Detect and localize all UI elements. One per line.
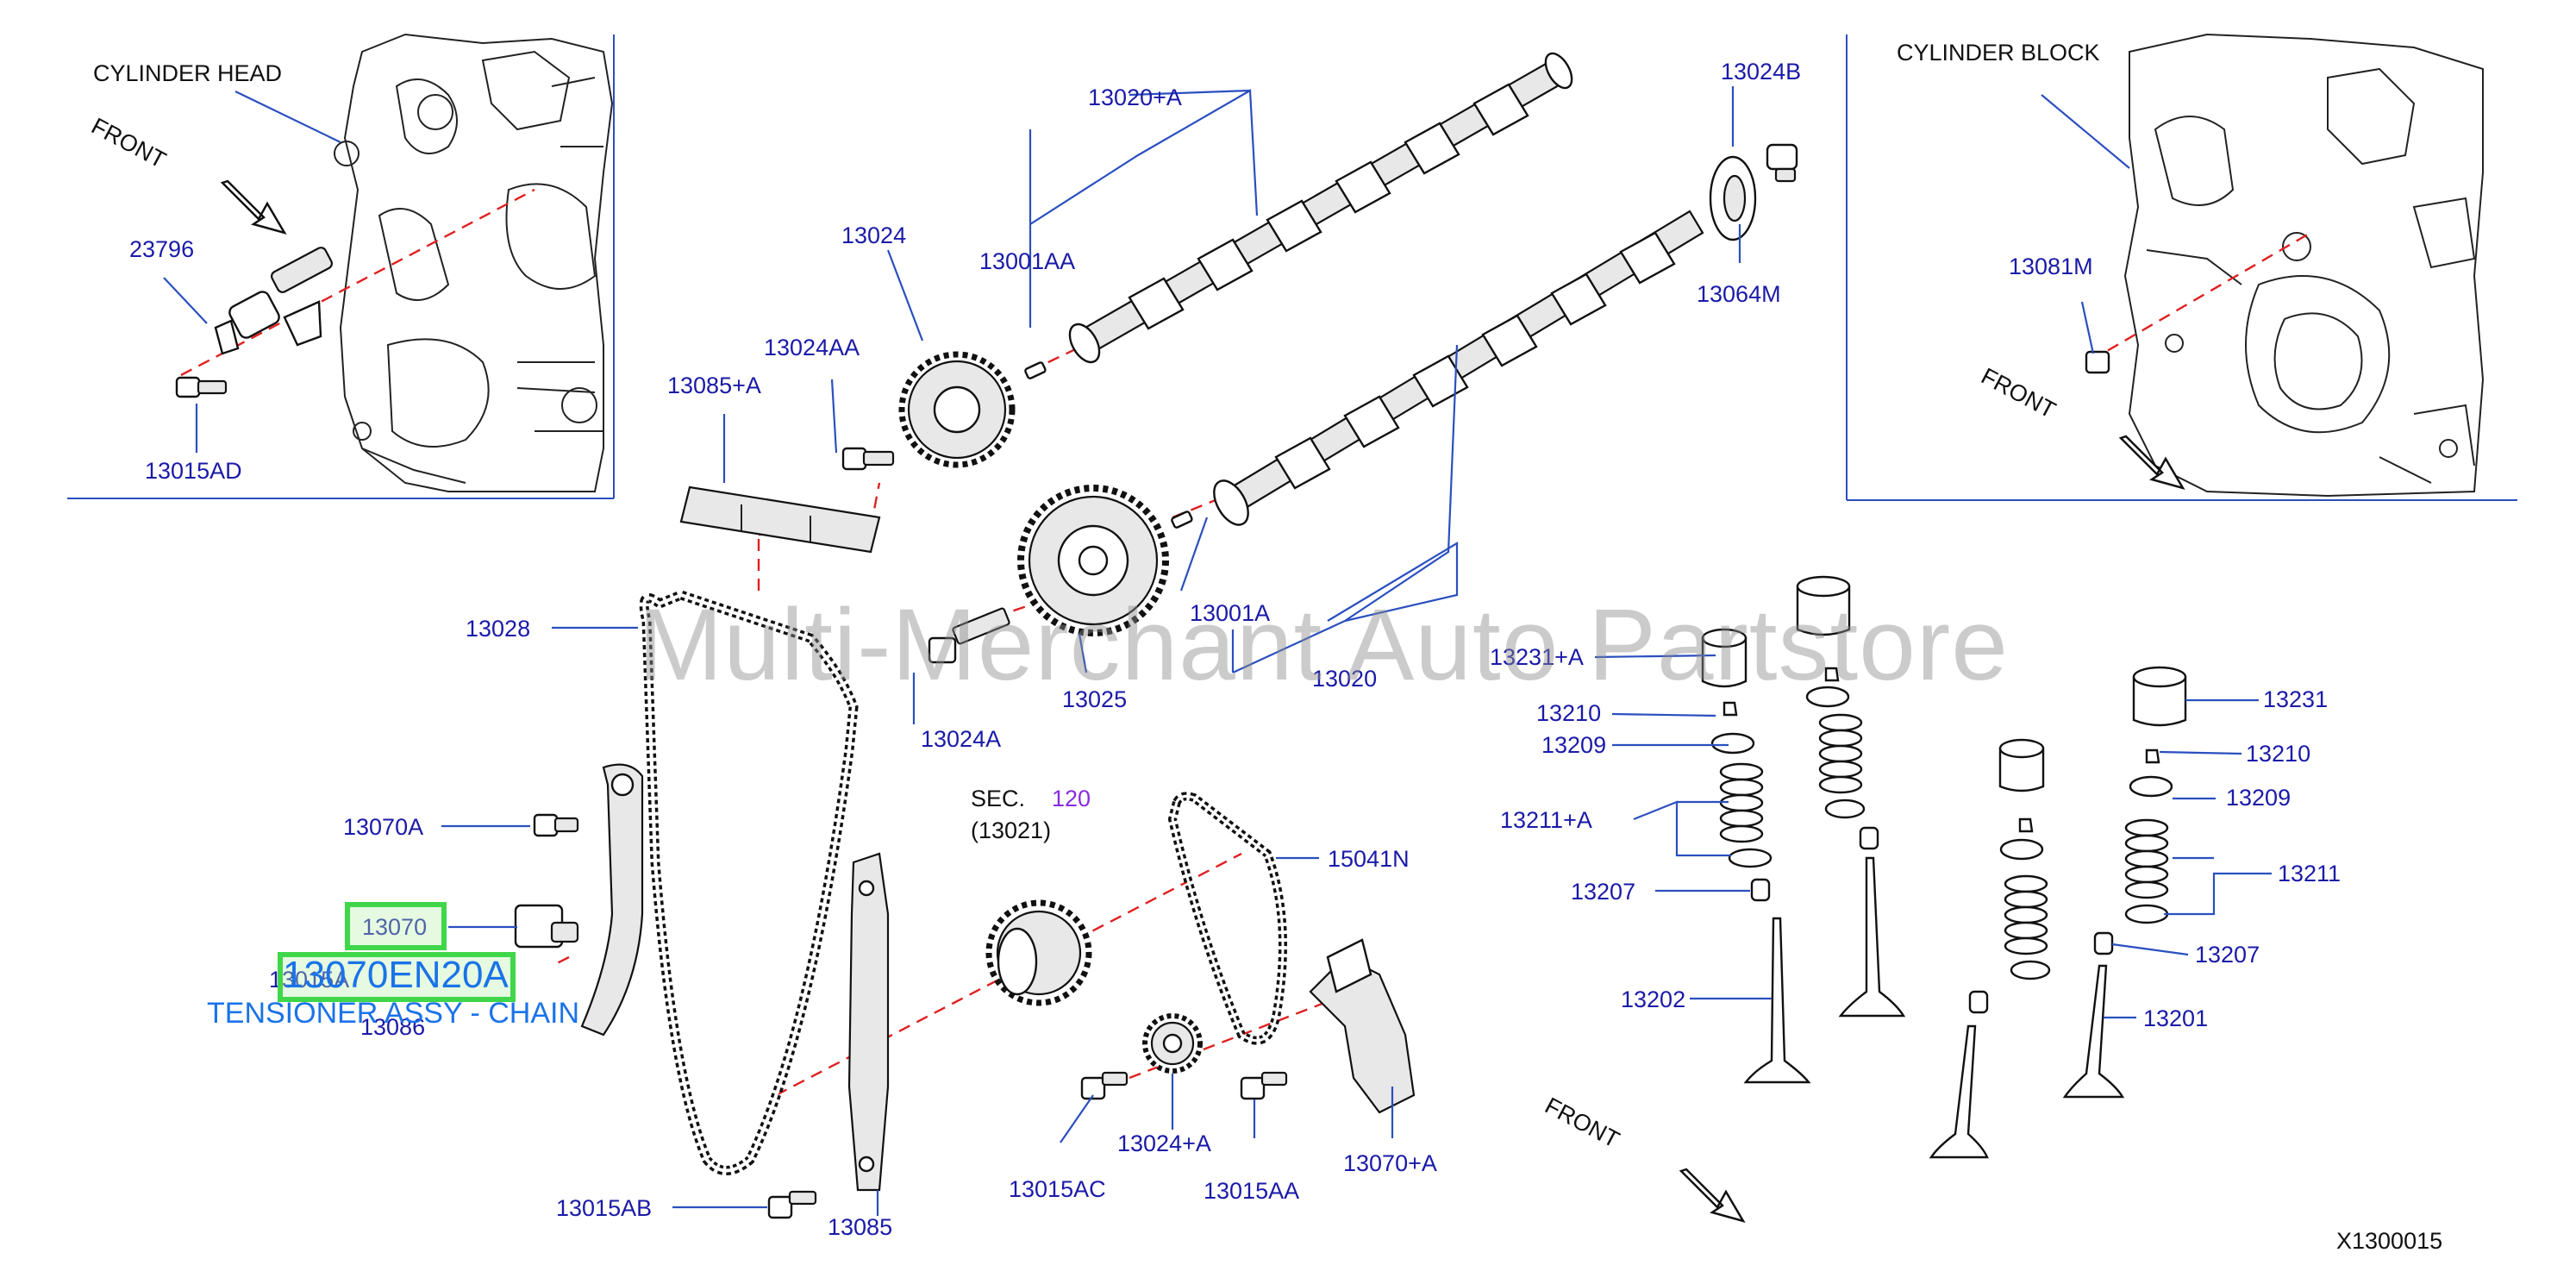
oil-pump-chain-15041N [1167, 792, 1287, 1045]
part-15041N[interactable]: 15041N [1328, 846, 1410, 872]
vvt-solenoid [214, 247, 333, 355]
part-13024A-pump[interactable]: 13024+A [1117, 1131, 1211, 1156]
part-13207-left[interactable]: 13207 [1571, 879, 1635, 905]
oil-pump-tensioner-13070A [1309, 938, 1416, 1114]
part-13207-right[interactable]: 13207 [2195, 942, 2260, 968]
bolt-13024B [1766, 143, 1798, 183]
bolt-13081M [2085, 350, 2110, 374]
cylinder-block-sketch [2123, 33, 2485, 498]
intake-camshaft [1068, 52, 1573, 364]
selected-part-box[interactable] [278, 952, 516, 1002]
part-13210-left[interactable]: 13210 [1536, 700, 1601, 726]
part-13211[interactable]: 13211 [2278, 861, 2341, 886]
part-13231[interactable]: 13231 [2263, 686, 2328, 712]
part-13001A[interactable]: 13001A [1190, 600, 1270, 626]
part-13202[interactable]: 13202 [1621, 986, 1685, 1012]
part-13210-right[interactable]: 13210 [2246, 741, 2310, 767]
chain-guide-13085A [679, 485, 881, 554]
bolt-13015AD [175, 376, 228, 398]
part-13015AD[interactable]: 13015AD [145, 458, 242, 484]
part-13020A[interactable]: 13020+A [1088, 85, 1182, 110]
part-13070A-pump[interactable]: 13070+A [1343, 1150, 1437, 1176]
selected-callout-box[interactable] [345, 902, 447, 950]
part-13085A[interactable]: 13085+A [667, 373, 761, 398]
part-13209-left[interactable]: 13209 [1541, 732, 1606, 758]
tension-guide [580, 763, 644, 1037]
crank-sprocket [985, 899, 1092, 1006]
part-13024A[interactable]: 13024A [921, 726, 1001, 752]
part-13024[interactable]: 13024 [841, 222, 906, 248]
part-13070A[interactable]: 13070A [343, 814, 423, 840]
front-arrow-head [220, 179, 287, 235]
part-13025[interactable]: 13025 [1062, 686, 1127, 712]
part-13015AA[interactable]: 13015AA [1204, 1178, 1299, 1204]
front-label-head: FRONT [87, 113, 170, 173]
exhaust-camshaft [1213, 210, 1704, 526]
selected-part-description: TENSIONER ASSY - CHAIN [207, 997, 580, 1030]
part-13086[interactable]: 13086 [360, 1014, 425, 1040]
part-13201[interactable]: 13201 [2143, 1005, 2208, 1031]
part-13064M[interactable]: 13064M [1697, 281, 1781, 307]
bolt-13024AA [841, 447, 895, 471]
chain-tensioner-13070 [514, 904, 579, 949]
part-13081M[interactable]: 13081M [2009, 254, 2093, 279]
part-13209-right[interactable]: 13209 [2226, 785, 2291, 811]
part-13001AA[interactable]: 13001AA [979, 248, 1075, 274]
part-13085[interactable]: 13085 [828, 1214, 892, 1240]
part-13028[interactable]: 13028 [466, 616, 530, 642]
part-13070[interactable]: 13070 [362, 914, 427, 940]
diagram-id: X1300015 [2336, 1228, 2442, 1254]
intake-sprocket-13024 [898, 351, 1016, 468]
front-arrow-block [2118, 435, 2185, 491]
sec-label: SEC. [971, 786, 1025, 811]
bolt-13015AC [1080, 1071, 1129, 1100]
leader-lines [163, 86, 2272, 1216]
timing-chain-13028 [639, 590, 859, 1175]
chain-guide-13085 [847, 852, 890, 1192]
bolt-13015AB [767, 1190, 817, 1219]
part-13231A[interactable]: 13231+A [1490, 644, 1584, 670]
selected-part-number[interactable]: 13070EN20A [283, 954, 509, 996]
part-13024B[interactable]: 13024B [1721, 59, 1801, 85]
cylinder-block-frame [1846, 34, 2517, 501]
front-arrow-valves [1679, 1168, 1746, 1224]
part-13024AA[interactable]: 13024AA [764, 335, 860, 360]
vvt-sprocket-13025 [1017, 485, 1169, 636]
front-label-valves: FRONT [1541, 1093, 1623, 1153]
cylinder-head-sketch [334, 33, 614, 492]
dowel-pins [1024, 361, 1193, 529]
part-13015AC[interactable]: 13015AC [1009, 1176, 1106, 1202]
cylinder-head-frame [67, 34, 615, 499]
part-23796[interactable]: 23796 [129, 236, 194, 262]
part-13211A[interactable]: 13211+A [1500, 807, 1592, 833]
bolt-13015AA [1240, 1071, 1288, 1100]
bolt-13070A [533, 813, 579, 837]
cylinder-head-label: CYLINDER HEAD [93, 60, 282, 86]
front-label-block: FRONT [1977, 363, 2060, 423]
bolt-13024A [928, 607, 1010, 664]
oil-pump-sprocket-13024A [1142, 1013, 1203, 1074]
sec-number[interactable]: 120 [1052, 786, 1091, 811]
sec-sub-label: (13021) [971, 817, 1051, 843]
part-13020[interactable]: 13020 [1312, 666, 1377, 692]
cylinder-block-label: CYLINDER BLOCK [1897, 40, 2100, 66]
washer-13064M [1709, 155, 1757, 241]
part-13015AB[interactable]: 13015AB [556, 1195, 652, 1221]
watermark: Multi-Merchant Auto Partstore [638, 588, 2009, 702]
